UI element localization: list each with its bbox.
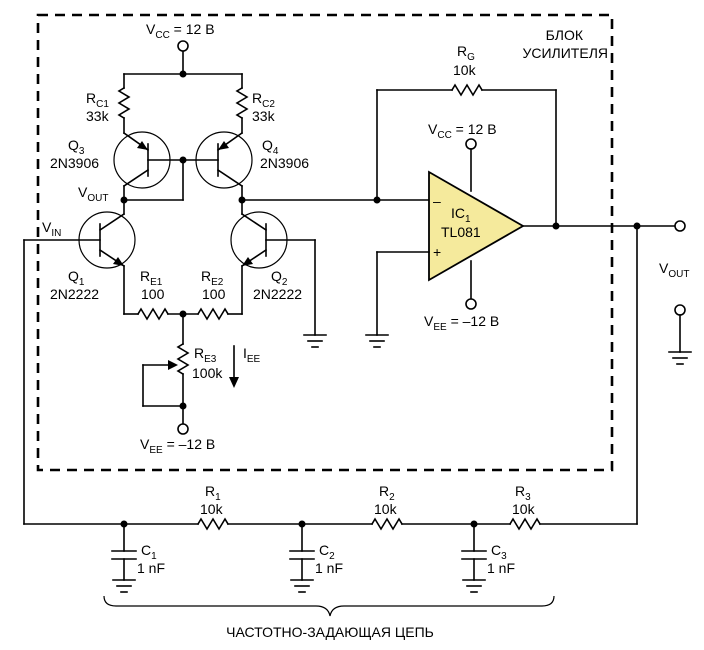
- rc1-label: RC1: [86, 90, 109, 110]
- resistor-r3: [508, 517, 542, 531]
- c2-label: C2: [319, 542, 335, 562]
- q1-label: Q1: [68, 268, 85, 288]
- capacitor-c3: [461, 520, 487, 593]
- q2-part: 2N2222: [253, 286, 302, 302]
- re1-value: 100: [141, 286, 165, 302]
- q1-part: 2N2222: [50, 286, 99, 302]
- re2-label: RE2: [201, 268, 224, 288]
- re3-label: RE3: [194, 345, 217, 365]
- vee-bottom-terminal: [177, 405, 189, 435]
- q3-label: Q3: [68, 137, 85, 157]
- re1-label: RE1: [140, 268, 163, 288]
- opamp-vee-pin: [465, 260, 477, 310]
- r1-label: R1: [205, 483, 221, 503]
- vout-node-dot: [120, 196, 128, 204]
- block-label-line1: БЛОК: [546, 27, 584, 43]
- potentiometer-re3: [142, 313, 190, 407]
- transistor-q1: [23, 211, 136, 269]
- junction-dot: [552, 222, 560, 230]
- capacitor-c1: [111, 520, 137, 593]
- vcc-ic-label: VCC = 12 В: [428, 121, 497, 141]
- r3-value: 10k: [512, 501, 536, 517]
- rc2-value: 33k: [252, 108, 276, 124]
- vcc-top-terminal: [177, 40, 189, 75]
- opamp-designator: IC1: [451, 205, 471, 225]
- q4-label: Q4: [262, 137, 279, 157]
- vcc-top-label: VCC = 12 В: [146, 21, 215, 41]
- c3-value: 1 nF: [487, 560, 515, 576]
- resistor-r1: [196, 517, 230, 531]
- rg-label: RG: [457, 43, 475, 63]
- opamp-minus-sign: –: [433, 193, 441, 209]
- resistor-r2: [370, 517, 404, 531]
- resistor-rc1: [117, 73, 131, 134]
- opamp-plus-sign: +: [433, 244, 441, 260]
- resistor-re2: [182, 307, 243, 321]
- resistor-rc2: [235, 73, 249, 134]
- rc1-value: 33k: [86, 108, 110, 124]
- vee-ic-label: VEE = –12 В: [424, 313, 499, 333]
- vee-bottom-label: VEE = –12 В: [140, 436, 215, 456]
- vout-terminal: [674, 220, 686, 232]
- rc2-label: RC2: [252, 90, 275, 110]
- r3-label: R3: [515, 483, 531, 503]
- re2-value: 100: [202, 286, 226, 302]
- resistor-re1: [123, 307, 184, 321]
- iee-current-arrow: [229, 345, 239, 388]
- amplifier-block-border: [36, 13, 614, 472]
- junction-dot: [179, 70, 187, 78]
- network-label: ЧАСТОТНО-ЗАДАЮЩАЯ ЦЕПЬ: [226, 624, 434, 640]
- capacitor-c2: [289, 520, 315, 593]
- q4-part: 2N3906: [260, 155, 309, 171]
- vout-ground-terminal: [668, 304, 692, 365]
- r2-value: 10k: [374, 501, 398, 517]
- opamp-plus-input-ground: [365, 251, 430, 348]
- block-label-line2: УСИЛИТЕЛЯ: [522, 45, 608, 61]
- r1-value: 10k: [200, 501, 224, 517]
- ground-symbol: [303, 334, 327, 348]
- vout-node-label: VOUT: [78, 184, 108, 204]
- opamp-vcc-pin: [465, 138, 477, 192]
- resistor-rg: [376, 83, 557, 227]
- vout-label: VOUT: [659, 260, 689, 280]
- rg-value: 10k: [453, 62, 477, 78]
- iee-label: IEE: [243, 345, 261, 365]
- c3-label: C3: [491, 542, 507, 562]
- r2-label: R2: [379, 483, 395, 503]
- opamp-part: TL081: [441, 224, 481, 240]
- re3-value: 100k: [192, 365, 223, 381]
- q3-part: 2N3906: [50, 155, 99, 171]
- c1-label: C1: [141, 542, 157, 562]
- c1-value: 1 nF: [137, 560, 165, 576]
- vin-label: VIN: [42, 219, 61, 239]
- q2-label: Q2: [271, 268, 288, 288]
- transistor-q4: [182, 131, 253, 189]
- network-brace: [103, 595, 555, 617]
- c2-value: 1 nF: [315, 560, 343, 576]
- transistor-q3: [113, 131, 184, 189]
- opamp-ic1: [428, 170, 525, 282]
- transistor-q2: [230, 211, 316, 336]
